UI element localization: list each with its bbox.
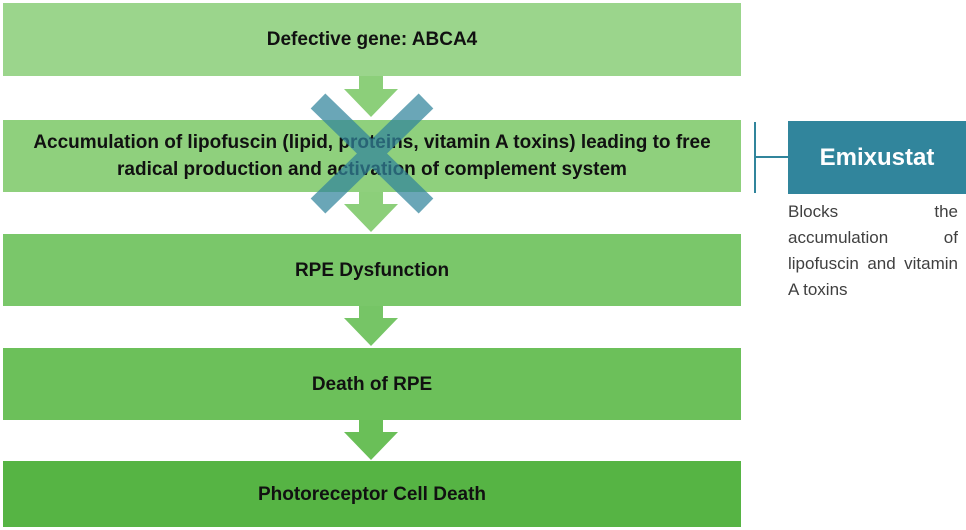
drug-name: Emixustat bbox=[819, 143, 935, 171]
drug-description: Blocks the accumulation of lipofuscin an… bbox=[788, 202, 958, 299]
step-label: Death of RPE bbox=[311, 373, 433, 395]
bracket-connector bbox=[754, 122, 788, 193]
down-arrow-icon bbox=[344, 76, 398, 117]
step-label: Photoreceptor Cell Death bbox=[257, 483, 487, 505]
x-mark-icon bbox=[310, 93, 434, 214]
step-label: RPE Dysfunction bbox=[294, 259, 450, 281]
step-defective-gene: Defective gene: ABCA4 bbox=[3, 3, 741, 76]
down-arrow-icon bbox=[344, 192, 398, 232]
step-death-of-rpe: Death of RPE bbox=[3, 348, 741, 420]
step-label: Defective gene: ABCA4 bbox=[266, 29, 478, 50]
down-arrow-icon bbox=[344, 420, 398, 460]
down-arrow-icon bbox=[344, 306, 398, 346]
step-rpe-dysfunction: RPE Dysfunction bbox=[3, 234, 741, 306]
emixustat-box: Emixustat bbox=[788, 121, 966, 194]
step-photoreceptor-death: Photoreceptor Cell Death bbox=[3, 461, 741, 527]
